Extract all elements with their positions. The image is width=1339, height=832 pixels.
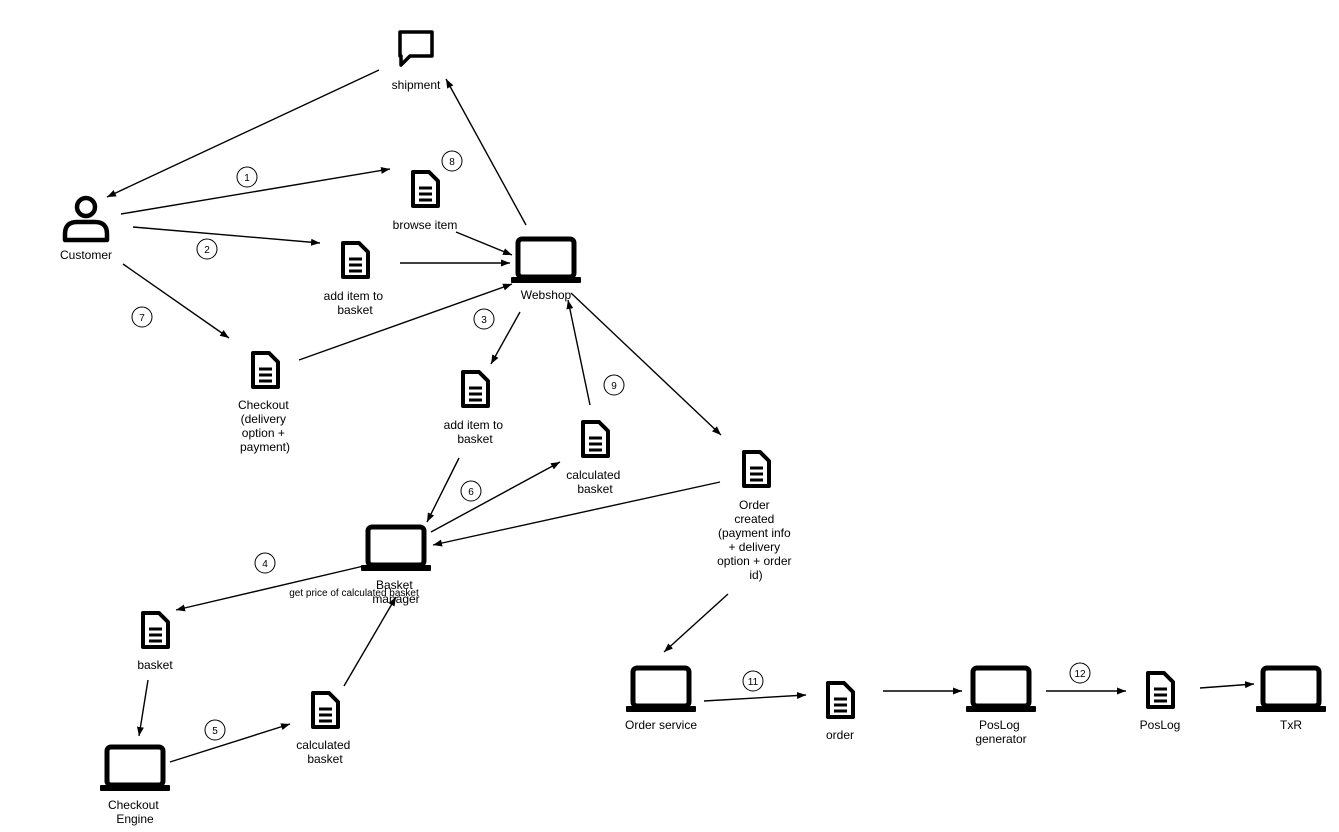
edge-checkout-engine-to-calc-basket [169,723,291,763]
step-11-label: 11 [748,677,759,688]
step-2-marker: 2 [196,238,218,260]
step-12-marker: 12 [1069,662,1091,684]
laptop-icon [100,747,170,791]
step-1-marker: 1 [236,166,258,188]
step-2-label: 2 [204,245,210,256]
person-icon [62,195,110,243]
customer-label: Customer [60,248,112,262]
poslog-label: PosLog [1140,718,1181,732]
step-11-marker: 11 [742,670,764,692]
laptop-icon [1256,668,1326,712]
calculated-basket-label: calculated basket [566,468,623,496]
document-icon [341,241,370,279]
laptop-icon [511,239,581,283]
edge-calc-basket-to-webshop [566,299,591,406]
poslog-generator-label: PosLog generator [975,718,1026,746]
edge-calc-basket-to-basket-manager [343,596,397,687]
laptop-icon [626,668,696,712]
edge-label-price: get price of calculated basket [289,588,419,599]
step-6-label: 6 [468,487,474,498]
edge-checkout-to-webshop [298,283,513,361]
document-icon [826,681,855,719]
document-icon [411,170,440,208]
step-3-marker: 3 [473,308,495,330]
edge-webshop-to-order-created [570,292,722,436]
checkout-engine-label: Checkout Engine [108,798,162,826]
edge-basket-manager-to-calc-basket [430,461,561,533]
step-9-marker: 9 [603,374,625,396]
edge-add-item-mid-to-basket-manager [426,457,460,523]
checkout-label: Checkout (delivery option + payment) [238,398,292,454]
document-icon [311,691,340,729]
document-icon [251,351,280,389]
edge-customer-to-browse-item [120,167,391,215]
browse-item-label: browse item [393,218,458,232]
step-5-marker: 5 [204,719,226,741]
step-4-label: 4 [262,559,268,570]
edge-webshop-to-add-item-mid [490,311,521,365]
basket-manager-label: Basket manager [372,578,419,606]
add-item-label: add item to basket [324,289,387,317]
edge-poslog-to-txr [1199,681,1255,689]
step-9-label: 9 [611,381,617,392]
document-icon [1146,671,1175,709]
edge-basket-to-checkout-engine [136,679,149,737]
edge-webshop-to-shipment [445,78,527,226]
edge-shipment-to-customer [106,69,380,198]
document-icon [461,370,490,408]
shipment-label: shipment [392,78,441,92]
order-created-label: Order created (payment info + delivery o… [717,498,795,582]
edge-customer-to-checkout [122,263,230,339]
edge-order-service-to-order [703,692,807,702]
edge-basket-manager-to-basket [175,564,369,612]
order-service-label: Order service [625,718,697,732]
document-icon [742,450,771,488]
order-label: order [826,728,854,742]
step-8-marker: 8 [441,150,463,172]
add-item-label: add item to basket [444,418,507,446]
step-7-marker: 7 [131,306,153,328]
edges [106,69,1255,763]
document-icon [141,611,170,649]
step-8-label: 8 [449,157,455,168]
basket-label: basket [137,658,173,672]
calculated-basket-label: calculated basket [296,738,353,766]
edge-customer-to-add-item [132,226,321,246]
step-3-label: 3 [481,315,487,326]
edge-browse-item-to-webshop [455,231,513,256]
step-5-label: 5 [212,726,218,737]
node-labels: shipment Customer browse item add item t… [60,78,1302,826]
step-markers: 1 2 3 4 5 6 7 8 [131,150,1091,741]
webshop-label: Webshop [521,288,572,302]
txr-label: TxR [1280,718,1302,732]
document-icon [581,420,610,458]
step-6-marker: 6 [460,480,482,502]
step-1-label: 1 [244,173,250,184]
edge-order-created-to-basket-manager [432,481,721,547]
step-12-label: 12 [1074,669,1086,680]
laptop-icon [966,668,1036,712]
step-4-marker: 4 [254,552,276,574]
laptop-icon [361,527,431,571]
speech-bubble-icon [398,30,434,67]
edge-order-created-to-order-service [663,593,729,653]
step-7-label: 7 [139,313,145,324]
